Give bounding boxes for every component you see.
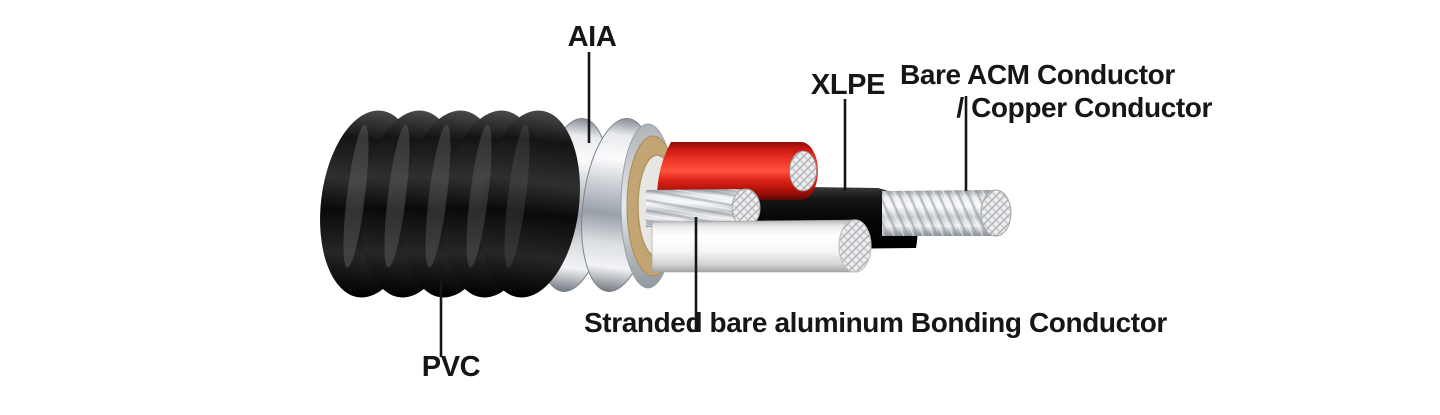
label-pvc: PVC — [421, 351, 481, 383]
label-aia: AIA — [567, 21, 617, 53]
pvc-jacket — [320, 110, 580, 298]
red-conductor — [656, 142, 818, 200]
white-conductor — [651, 219, 872, 273]
label-xlpe: XLPE — [810, 69, 886, 101]
label-bonding-conductor: Stranded bare aluminum Bonding Conductor — [584, 307, 1167, 338]
label-bare-acm-line1: Bare ACM Conductor — [900, 59, 1175, 90]
red-conductor-strand-face — [789, 150, 817, 192]
bonding-conductor — [646, 188, 761, 228]
bare-acm-conductor — [882, 189, 1012, 237]
label-bare-acm-line2: / Copper Conductor — [956, 92, 1212, 123]
leader-lines — [439, 52, 968, 357]
